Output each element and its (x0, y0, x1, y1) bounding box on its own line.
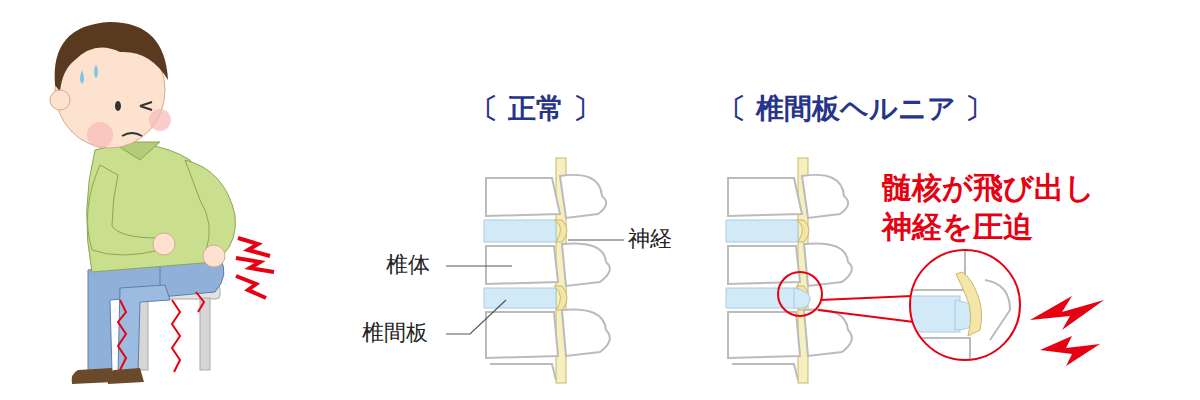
section-heading: 〔 正常 〕 (470, 92, 602, 126)
leader-lines (446, 240, 624, 334)
man-illustration (50, 22, 274, 384)
pain-lightning (1030, 296, 1104, 366)
part-label: 椎間板 (362, 320, 428, 346)
part-label: 椎体 (386, 252, 430, 278)
spine-drawing (484, 158, 610, 383)
zoom-lines (818, 296, 914, 322)
section-heading: 〔 椎間板ヘルニア 〕 (718, 92, 994, 126)
highlight-circle (778, 272, 822, 316)
callout-note: 髄核が飛び出し 神経を圧迫 (882, 168, 1132, 246)
part-label: 神経 (628, 226, 672, 252)
herniation-bulge (794, 288, 810, 308)
hernia-spine-drawing (726, 158, 852, 383)
